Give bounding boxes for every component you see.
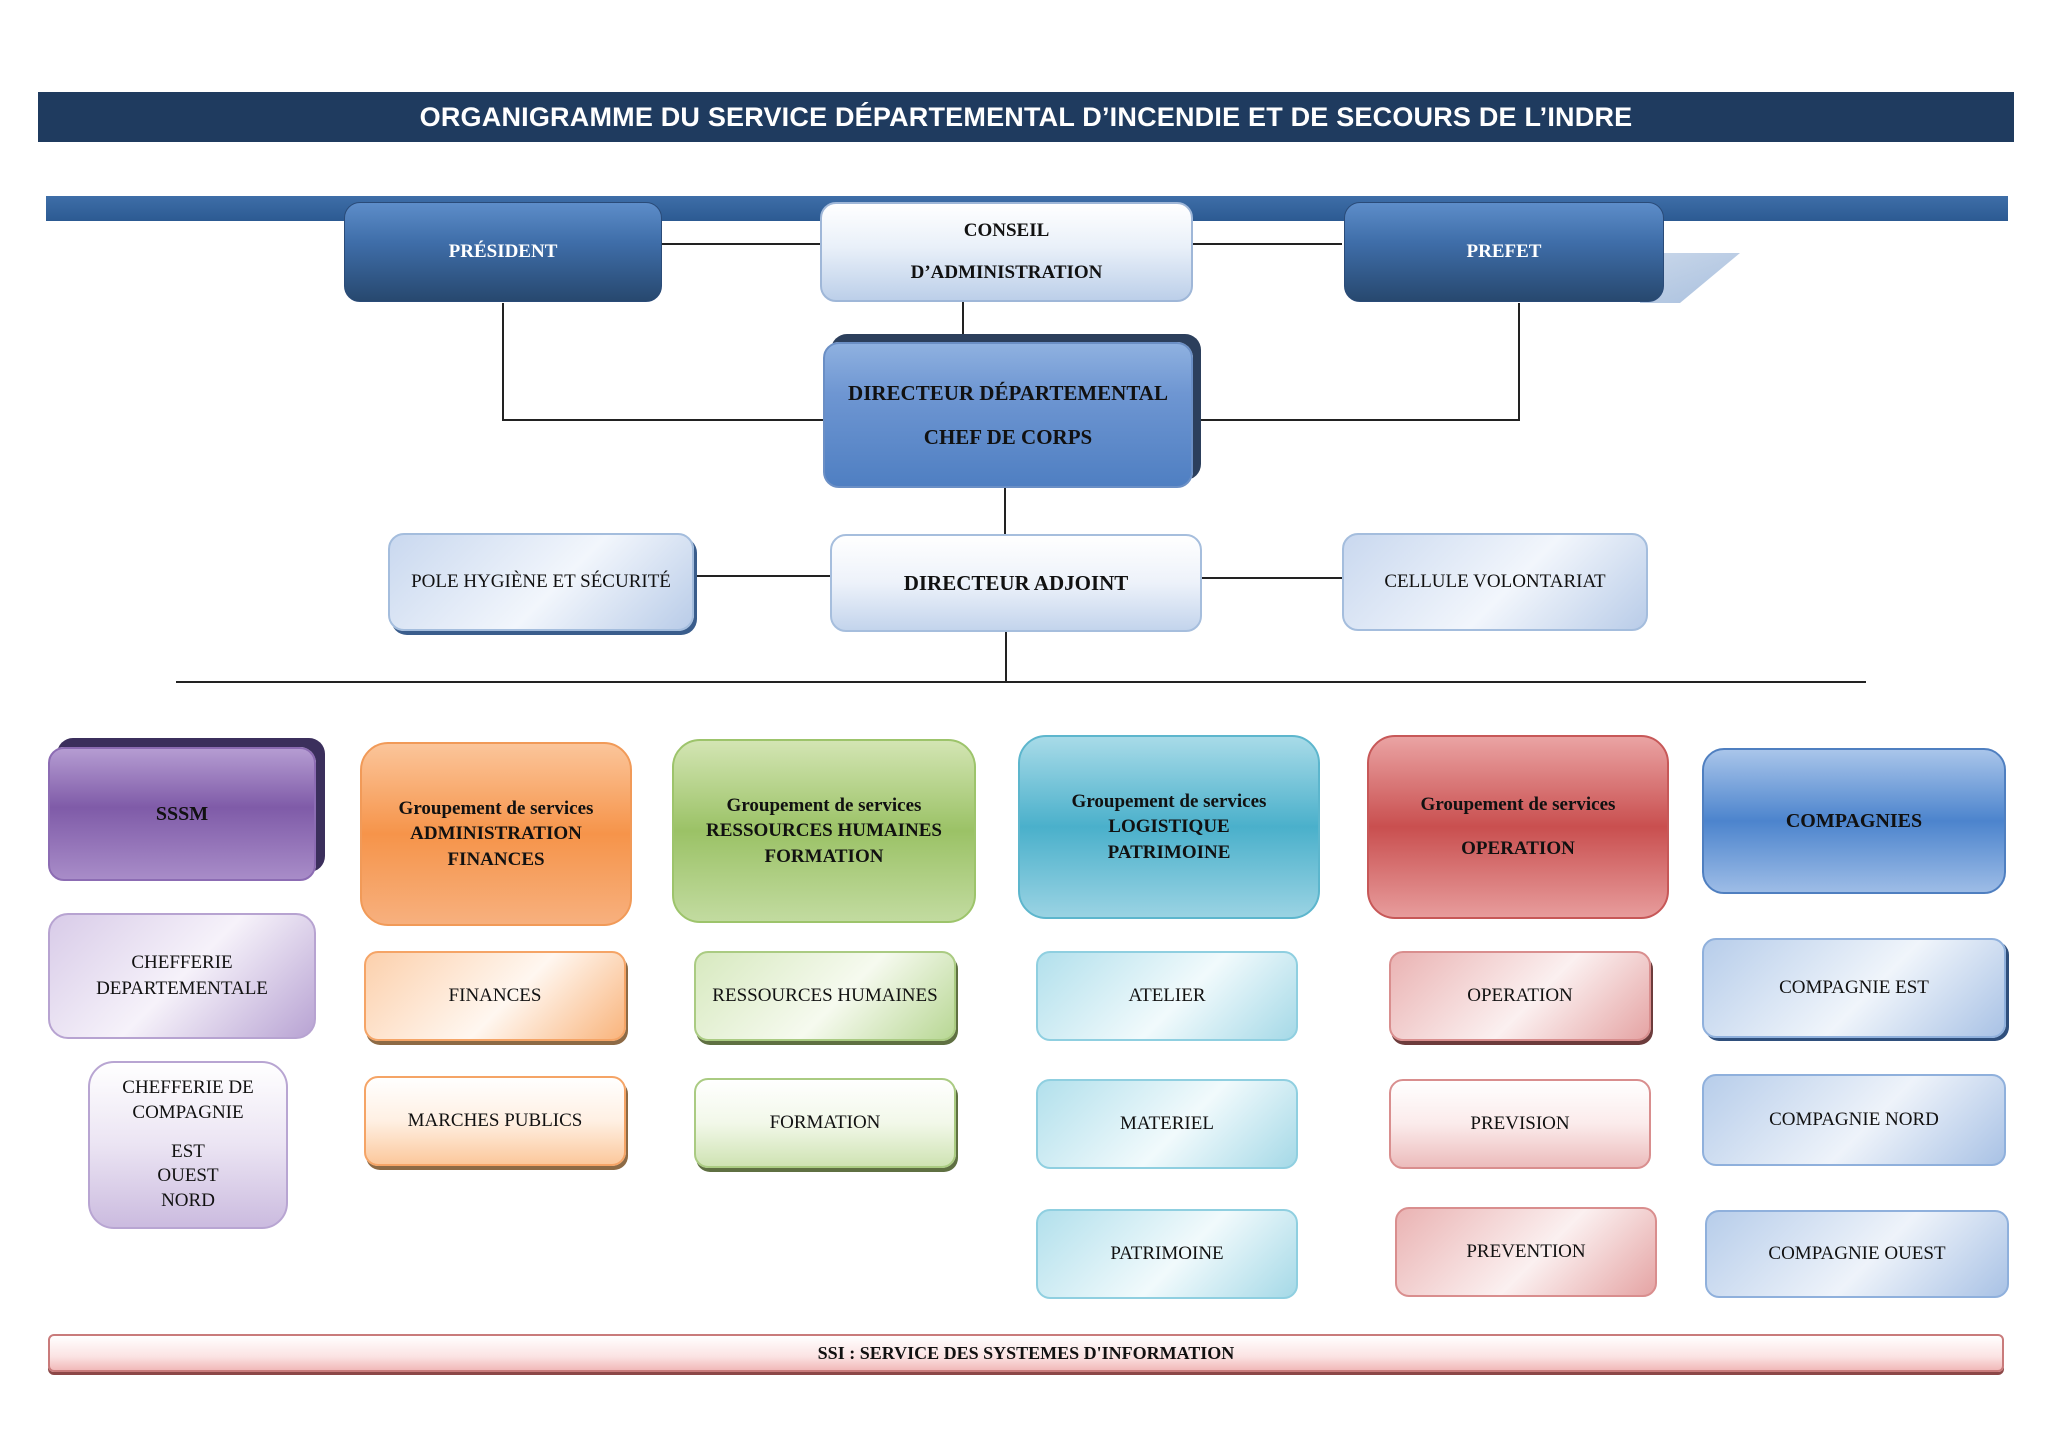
formation-label: FORMATION — [769, 1112, 881, 1134]
logistique-header-line1: Groupement de services — [1071, 790, 1267, 812]
logistique-header: Groupement de services LOGISTIQUE PATRIM… — [1018, 735, 1320, 919]
connector-president-conseil — [662, 243, 822, 245]
connector-director-prefet — [1196, 419, 1520, 421]
prevention-box: PREVENTION — [1395, 1207, 1657, 1297]
director-box: DIRECTEUR DÉPARTEMENTAL CHEF DE CORPS — [823, 342, 1193, 488]
prefet-box: PREFET — [1344, 202, 1664, 302]
connector-conseil-director — [962, 302, 964, 334]
chefferie-compagnie-est: EST — [171, 1140, 205, 1162]
conseil-box: CONSEIL D’ADMINISTRATION — [820, 202, 1193, 302]
connector-prefet-down — [1518, 303, 1520, 421]
marches-publics-label: MARCHES PUBLICS — [407, 1110, 583, 1132]
admin-finances-header-line1: Groupement de services — [398, 797, 594, 819]
sssm-header-label: SSSM — [155, 802, 209, 825]
compagnies-header: COMPAGNIES — [1702, 748, 2006, 894]
connector-pole-adjoint — [694, 575, 830, 577]
prevision-label: PREVISION — [1470, 1113, 1570, 1135]
connector-president-down — [502, 303, 504, 421]
admin-finances-header: Groupement de services ADMINISTRATION FI… — [360, 742, 632, 926]
cellule-volontariat-label: CELLULE VOLONTARIAT — [1384, 571, 1606, 593]
connector-conseil-prefet — [1192, 243, 1342, 245]
patrimoine-box: PATRIMOINE — [1036, 1209, 1298, 1299]
rh-formation-header-line1: Groupement de services — [726, 794, 922, 816]
rh-formation-header-line2: RESSOURCES HUMAINES — [706, 820, 942, 842]
operation-header: Groupement de services OPERATION — [1367, 735, 1669, 919]
marches-publics-box: MARCHES PUBLICS — [364, 1076, 626, 1166]
compagnie-nord-label: COMPAGNIE NORD — [1769, 1109, 1939, 1131]
rh-formation-header: Groupement de services RESSOURCES HUMAIN… — [672, 739, 976, 923]
connector-director-adjoint — [1004, 488, 1006, 534]
chefferie-departementale-line1: CHEFFERIE — [131, 952, 233, 974]
pole-hygiene-box: POLE HYGIÈNE ET SÉCURITÉ — [388, 533, 694, 631]
conseil-label-line2: D’ADMINISTRATION — [910, 262, 1103, 283]
compagnie-ouest-label: COMPAGNIE OUEST — [1768, 1243, 1946, 1265]
chefferie-compagnie-ouest: OUEST — [157, 1165, 219, 1187]
ressources-humaines-box: RESSOURCES HUMAINES — [694, 951, 956, 1041]
connector-adjoint-cellule — [1202, 577, 1344, 579]
formation-box: FORMATION — [694, 1078, 956, 1168]
operation-header-line2: OPERATION — [1461, 838, 1575, 859]
compagnie-est-box: COMPAGNIE EST — [1702, 938, 2006, 1038]
compagnie-nord-box: COMPAGNIE NORD — [1702, 1074, 2006, 1166]
prefet-label: PREFET — [1466, 241, 1542, 263]
finances-box: FINANCES — [364, 951, 626, 1041]
atelier-box: ATELIER — [1036, 951, 1298, 1041]
operation-header-line1: Groupement de services — [1420, 794, 1616, 816]
logistique-header-line2: LOGISTIQUE — [1108, 816, 1230, 838]
page-title: ORGANIGRAMME DU SERVICE DÉPARTEMENTAL D’… — [38, 92, 2014, 142]
compagnie-ouest-box: COMPAGNIE OUEST — [1705, 1210, 2009, 1298]
logistique-header-line3: PATRIMOINE — [1107, 841, 1231, 863]
finances-label: FINANCES — [448, 985, 542, 1007]
president-box: PRÉSIDENT — [344, 202, 662, 302]
ressources-humaines-label: RESSOURCES HUMAINES — [712, 985, 938, 1007]
admin-finances-header-line2: ADMINISTRATION — [410, 823, 582, 845]
director-label-line1: DIRECTEUR DÉPARTEMENTAL — [848, 380, 1168, 405]
patrimoine-label: PATRIMOINE — [1110, 1243, 1224, 1265]
president-label: PRÉSIDENT — [448, 241, 558, 263]
rh-formation-header-line3: FORMATION — [764, 845, 884, 867]
ssi-footer-bar: SSI : SERVICE DES SYSTEMES D'INFORMATION — [48, 1334, 2004, 1372]
director-label-line2: CHEF DE CORPS — [923, 425, 1093, 449]
compagnies-header-label: COMPAGNIES — [1785, 809, 1923, 832]
materiel-label: MATERIEL — [1120, 1113, 1214, 1135]
connector-adjoint-down — [1005, 632, 1007, 682]
connector-president-director — [502, 419, 824, 421]
horizontal-divider — [176, 681, 1866, 683]
chefferie-departementale-box: CHEFFERIE DEPARTEMENTALE — [48, 913, 316, 1039]
materiel-box: MATERIEL — [1036, 1079, 1298, 1169]
sssm-header: SSSM — [48, 747, 316, 881]
admin-finances-header-line3: FINANCES — [447, 848, 545, 870]
chefferie-compagnie-box: CHEFFERIE DE COMPAGNIE EST OUEST NORD — [88, 1061, 288, 1229]
operation-box: OPERATION — [1389, 951, 1651, 1041]
prevention-label: PREVENTION — [1466, 1241, 1586, 1263]
cellule-volontariat-box: CELLULE VOLONTARIAT — [1342, 533, 1648, 631]
chefferie-departementale-line2: DEPARTEMENTALE — [96, 978, 268, 999]
chefferie-compagnie-nord: NORD — [161, 1190, 215, 1212]
prevision-box: PREVISION — [1389, 1079, 1651, 1169]
director-adjoint-box: DIRECTEUR ADJOINT — [830, 534, 1202, 632]
pole-hygiene-label: POLE HYGIÈNE ET SÉCURITÉ — [411, 571, 671, 593]
conseil-label-line1: CONSEIL — [963, 220, 1050, 242]
atelier-label: ATELIER — [1128, 985, 1206, 1007]
chefferie-compagnie-line1: CHEFFERIE DE — [122, 1077, 254, 1099]
chefferie-compagnie-line2: COMPAGNIE — [132, 1101, 244, 1123]
operation-label: OPERATION — [1467, 985, 1573, 1007]
compagnie-est-label: COMPAGNIE EST — [1779, 977, 1929, 999]
director-adjoint-label: DIRECTEUR ADJOINT — [903, 570, 1129, 595]
